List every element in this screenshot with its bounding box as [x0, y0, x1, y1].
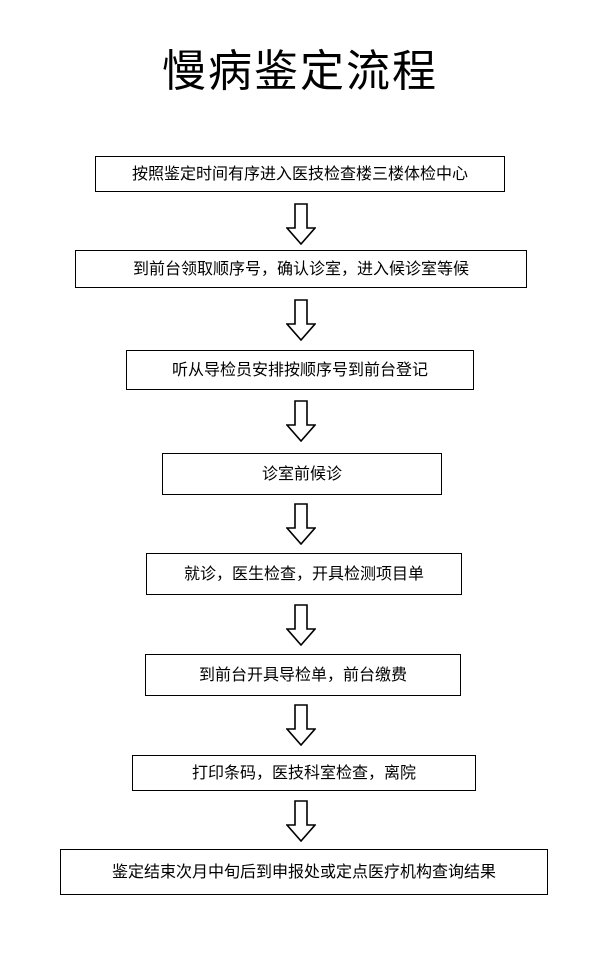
- flow-step-6: 到前台开具导检单，前台缴费: [145, 654, 461, 696]
- down-arrow-icon: [286, 203, 316, 245]
- flow-step-7-label: 打印条码，医技科室检查，离院: [191, 763, 416, 782]
- down-arrow-icon: [286, 604, 316, 646]
- flow-step-1: 按照鉴定时间有序进入医技检查楼三楼体检中心: [95, 156, 505, 192]
- down-arrow-icon: [286, 503, 316, 545]
- down-arrow-icon: [286, 299, 316, 341]
- down-arrow-icon: [286, 704, 316, 746]
- down-arrow-icon: [286, 800, 316, 842]
- flow-step-8: 鉴定结束次月中旬后到申报处或定点医疗机构查询结果: [60, 849, 548, 895]
- down-arrow-icon: [286, 400, 316, 442]
- page-title: 慢病鉴定流程: [162, 46, 438, 97]
- flow-step-2: 到前台领取顺序号，确认诊室，进入候诊室等候: [75, 250, 527, 288]
- flow-step-5-label: 就诊，医生检查，开具检测项目单: [183, 564, 424, 583]
- flow-step-4: 诊室前候诊: [162, 453, 442, 495]
- flow-step-7: 打印条码，医技科室检查，离院: [132, 755, 476, 791]
- flow-step-3-label: 听从导检员安排按顺序号到前台登记: [171, 360, 428, 379]
- flow-step-8-label: 鉴定结束次月中旬后到申报处或定点医疗机构查询结果: [111, 862, 496, 881]
- flow-step-5: 就诊，医生检查，开具检测项目单: [146, 553, 462, 595]
- flow-step-4-label: 诊室前候诊: [261, 464, 342, 483]
- flow-step-6-label: 到前台开具导检单，前台缴费: [198, 665, 407, 684]
- flow-step-3: 听从导检员安排按顺序号到前台登记: [126, 350, 474, 390]
- flow-step-1-label: 按照鉴定时间有序进入医技检查楼三楼体检中心: [131, 164, 468, 183]
- flow-step-2-label: 到前台领取顺序号，确认诊室，进入候诊室等候: [132, 259, 469, 278]
